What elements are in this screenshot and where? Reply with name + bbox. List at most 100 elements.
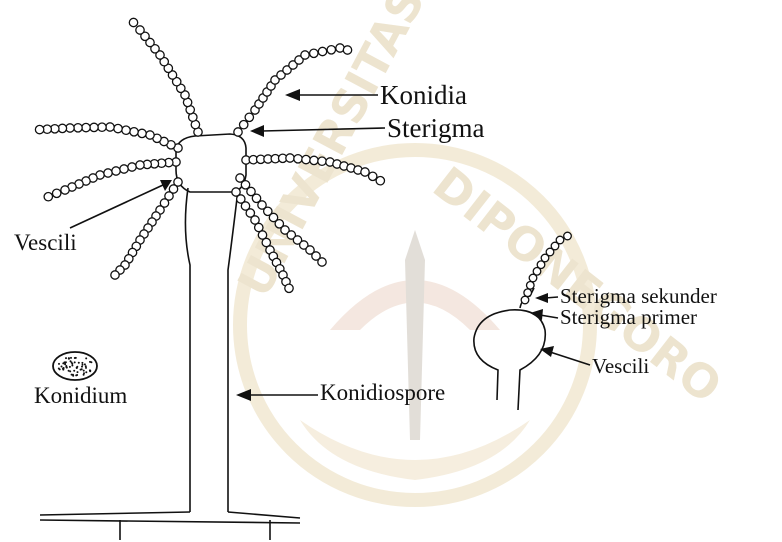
conidium-bead [285, 284, 293, 292]
vesicle-head [176, 134, 246, 192]
conidium-bead [376, 177, 384, 185]
konidium-dot [64, 363, 66, 365]
conidium-bead [136, 161, 144, 169]
konidium-dot [76, 374, 78, 376]
konidium-dot [70, 360, 72, 362]
hypha-right [228, 512, 300, 518]
conidium-bead [122, 126, 130, 134]
conidium-bead [521, 296, 529, 304]
konidium-dot [69, 366, 71, 368]
konidium-dot [58, 368, 60, 370]
konidiospore-arrowhead [236, 389, 251, 401]
conidia-chain-left [35, 123, 182, 152]
hypha-left [40, 512, 190, 515]
conidium-bead [318, 47, 326, 55]
conidium-bead [294, 155, 302, 163]
conidium-bead [146, 131, 154, 139]
label-konidium: Konidium [34, 383, 127, 408]
sterigma-primer-arrowhead [530, 309, 543, 320]
konidium-dot [81, 366, 83, 368]
conidium-bead [556, 236, 564, 244]
label-sterigma: Sterigma [387, 113, 484, 143]
konidium-dot [89, 361, 91, 363]
konidium-dot [64, 361, 66, 363]
sterigma-arrowhead [250, 125, 264, 137]
conidium-bead [129, 18, 137, 26]
conidium-bead [44, 193, 52, 201]
konidium-dot [61, 366, 63, 368]
conidium-bead [240, 121, 248, 129]
conidia-chain-top [129, 18, 202, 136]
conidium-bead [120, 165, 128, 173]
konidium-dot [78, 362, 80, 364]
conidium-bead [128, 163, 136, 171]
hypha-lower-edge [40, 520, 300, 523]
konidium-dot [74, 357, 76, 359]
konidium-dot [85, 365, 87, 367]
conidium-bead [234, 128, 242, 136]
label-vescili-left: Vescili [14, 230, 77, 255]
conidium-bead [35, 125, 43, 133]
conidium-bead [310, 156, 318, 164]
konidium-dot [81, 362, 83, 364]
conidium-bead [310, 49, 318, 57]
konidium-dot [82, 364, 84, 366]
konidium-dot [69, 370, 71, 372]
konidium-dot [85, 371, 87, 373]
konidium-dot [63, 367, 65, 369]
conidium-bead [327, 46, 335, 54]
conidium-bead [74, 124, 82, 132]
conidium-bead [318, 258, 326, 266]
conidium-bead [138, 129, 146, 137]
conidium-bead [90, 123, 98, 131]
konidium-dot [68, 357, 70, 359]
conidium-bead [318, 157, 326, 165]
konidium-spore [53, 352, 97, 380]
conidium-bead [82, 123, 90, 131]
conidium-bead [112, 167, 120, 175]
conidium-bead [98, 123, 106, 131]
konidium-dot [83, 372, 85, 374]
watermark-torch [405, 230, 425, 440]
conidium-bead [361, 168, 369, 176]
conidium-bead [53, 189, 61, 197]
konidium-dot [84, 363, 86, 365]
sterigma-primer-line [540, 315, 558, 318]
label-konidia: Konidia [380, 80, 467, 110]
conidium-bead [564, 232, 572, 240]
conidium-bead [111, 271, 119, 279]
konidium-dot [74, 361, 76, 363]
konidium-outline [53, 352, 97, 380]
label-sterigma-primer: Sterigma primer [560, 305, 697, 329]
sterigma-sekunder-arrowhead [535, 293, 548, 303]
konidium-dot [85, 357, 87, 359]
konidia-arrowhead [285, 89, 300, 101]
conidium-bead [302, 155, 310, 163]
conidium-bead [136, 26, 144, 34]
konidium-dot [83, 370, 85, 372]
conidium-bead [130, 128, 138, 136]
conidia-chain-left-lower [44, 158, 180, 201]
label-konidiospore: Konidiospore [320, 380, 445, 405]
conidium-bead [286, 154, 294, 162]
conidium-bead [114, 124, 122, 132]
conidium-bead [524, 289, 532, 297]
konidium-dot [65, 366, 67, 368]
conidium-bead [61, 186, 69, 194]
conidium-bead [301, 51, 309, 59]
stalk-left-edge [185, 188, 190, 512]
konidium-dot [89, 370, 91, 372]
watermark: UNIVERSITAS DIPONEGORO [227, 0, 732, 500]
conidium-bead [245, 113, 253, 121]
conidium-bead [369, 172, 377, 180]
konidium-dot [77, 371, 79, 373]
conidium-bead [343, 46, 351, 54]
konidium-dot [71, 365, 73, 367]
conidium-bead [104, 169, 112, 177]
konidium-dot [70, 357, 72, 359]
konidium-dot [73, 370, 75, 372]
conidium-bead [106, 123, 114, 131]
konidium-dot [58, 363, 60, 365]
